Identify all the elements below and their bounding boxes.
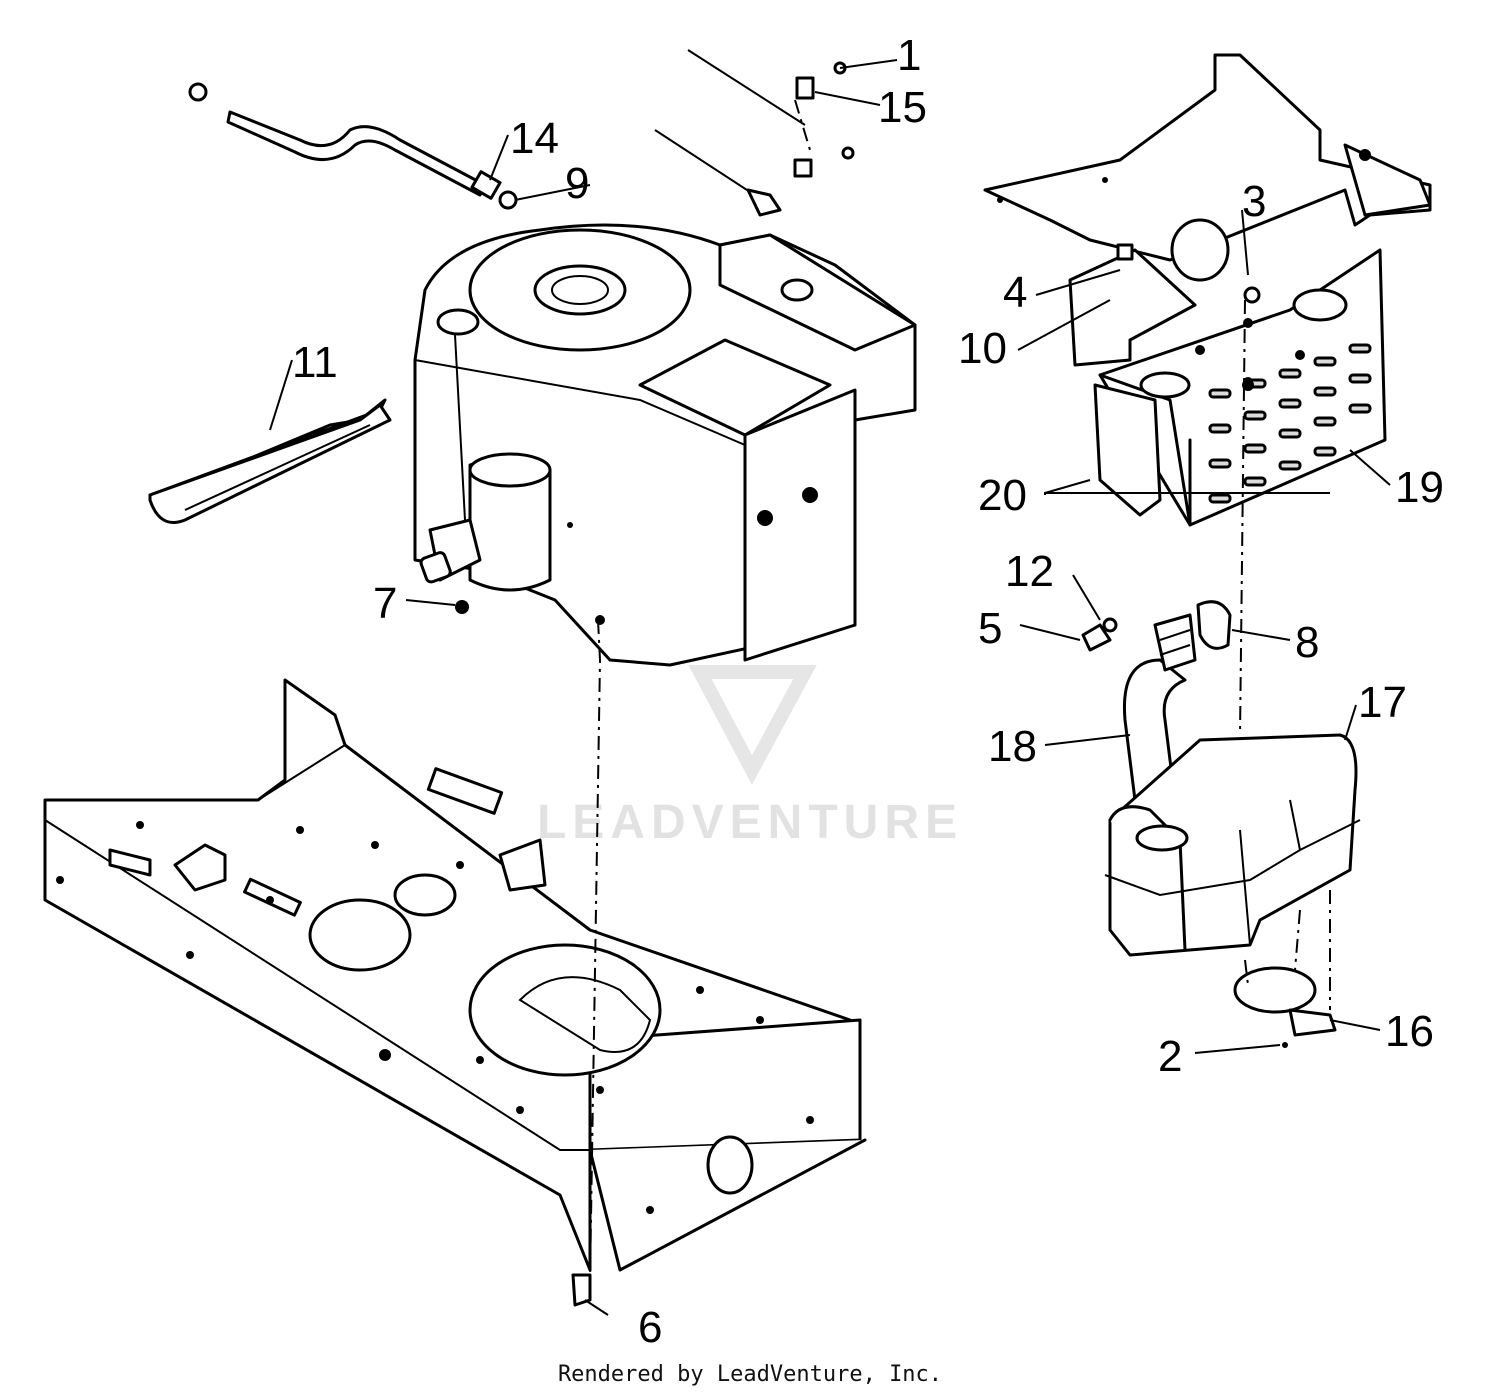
credit-text: Rendered by LeadVenture, Inc. <box>557 1362 943 1387</box>
callout-10: 10 <box>958 324 1007 373</box>
callouts: 1 2 3 4 5 6 7 8 9 10 11 12 14 15 16 17 1… <box>292 31 1444 1352</box>
callout-9: 9 <box>565 159 589 208</box>
callout-8: 8 <box>1295 618 1319 667</box>
callout-14: 14 <box>510 114 559 163</box>
callout-6: 6 <box>638 1303 662 1352</box>
callout-16: 16 <box>1385 1007 1434 1056</box>
alignment-lines <box>589 99 1331 1281</box>
callout-15: 15 <box>878 83 927 132</box>
callout-20: 20 <box>978 471 1027 520</box>
watermark-logo: LEADVENTURE <box>537 665 963 849</box>
callout-19: 19 <box>1395 463 1444 512</box>
callout-7: 7 <box>373 579 397 628</box>
leader-lines <box>269 59 1391 1316</box>
frame-chassis <box>43 678 867 1272</box>
callout-5: 5 <box>978 604 1002 653</box>
heat-shield <box>148 398 392 524</box>
callout-17: 17 <box>1358 678 1407 727</box>
muffler <box>1104 733 1361 957</box>
callout-12: 12 <box>1005 547 1054 596</box>
spark-arrestor <box>1233 966 1337 1037</box>
callout-4: 4 <box>1003 268 1027 317</box>
callout-3: 3 <box>1242 177 1266 226</box>
cables <box>654 49 855 217</box>
callout-18: 18 <box>988 722 1037 771</box>
callout-1: 1 <box>897 31 921 80</box>
exhaust-gasket <box>1196 600 1232 650</box>
callout-11: 11 <box>292 338 338 387</box>
vent-slots <box>1208 343 1372 504</box>
engine <box>413 223 917 667</box>
watermark-text: LEADVENTURE <box>537 796 963 849</box>
callout-2: 2 <box>1158 1032 1182 1081</box>
muffler-shield <box>1093 243 1387 527</box>
dipstick-tube <box>188 82 518 210</box>
hardware <box>455 379 1288 1307</box>
